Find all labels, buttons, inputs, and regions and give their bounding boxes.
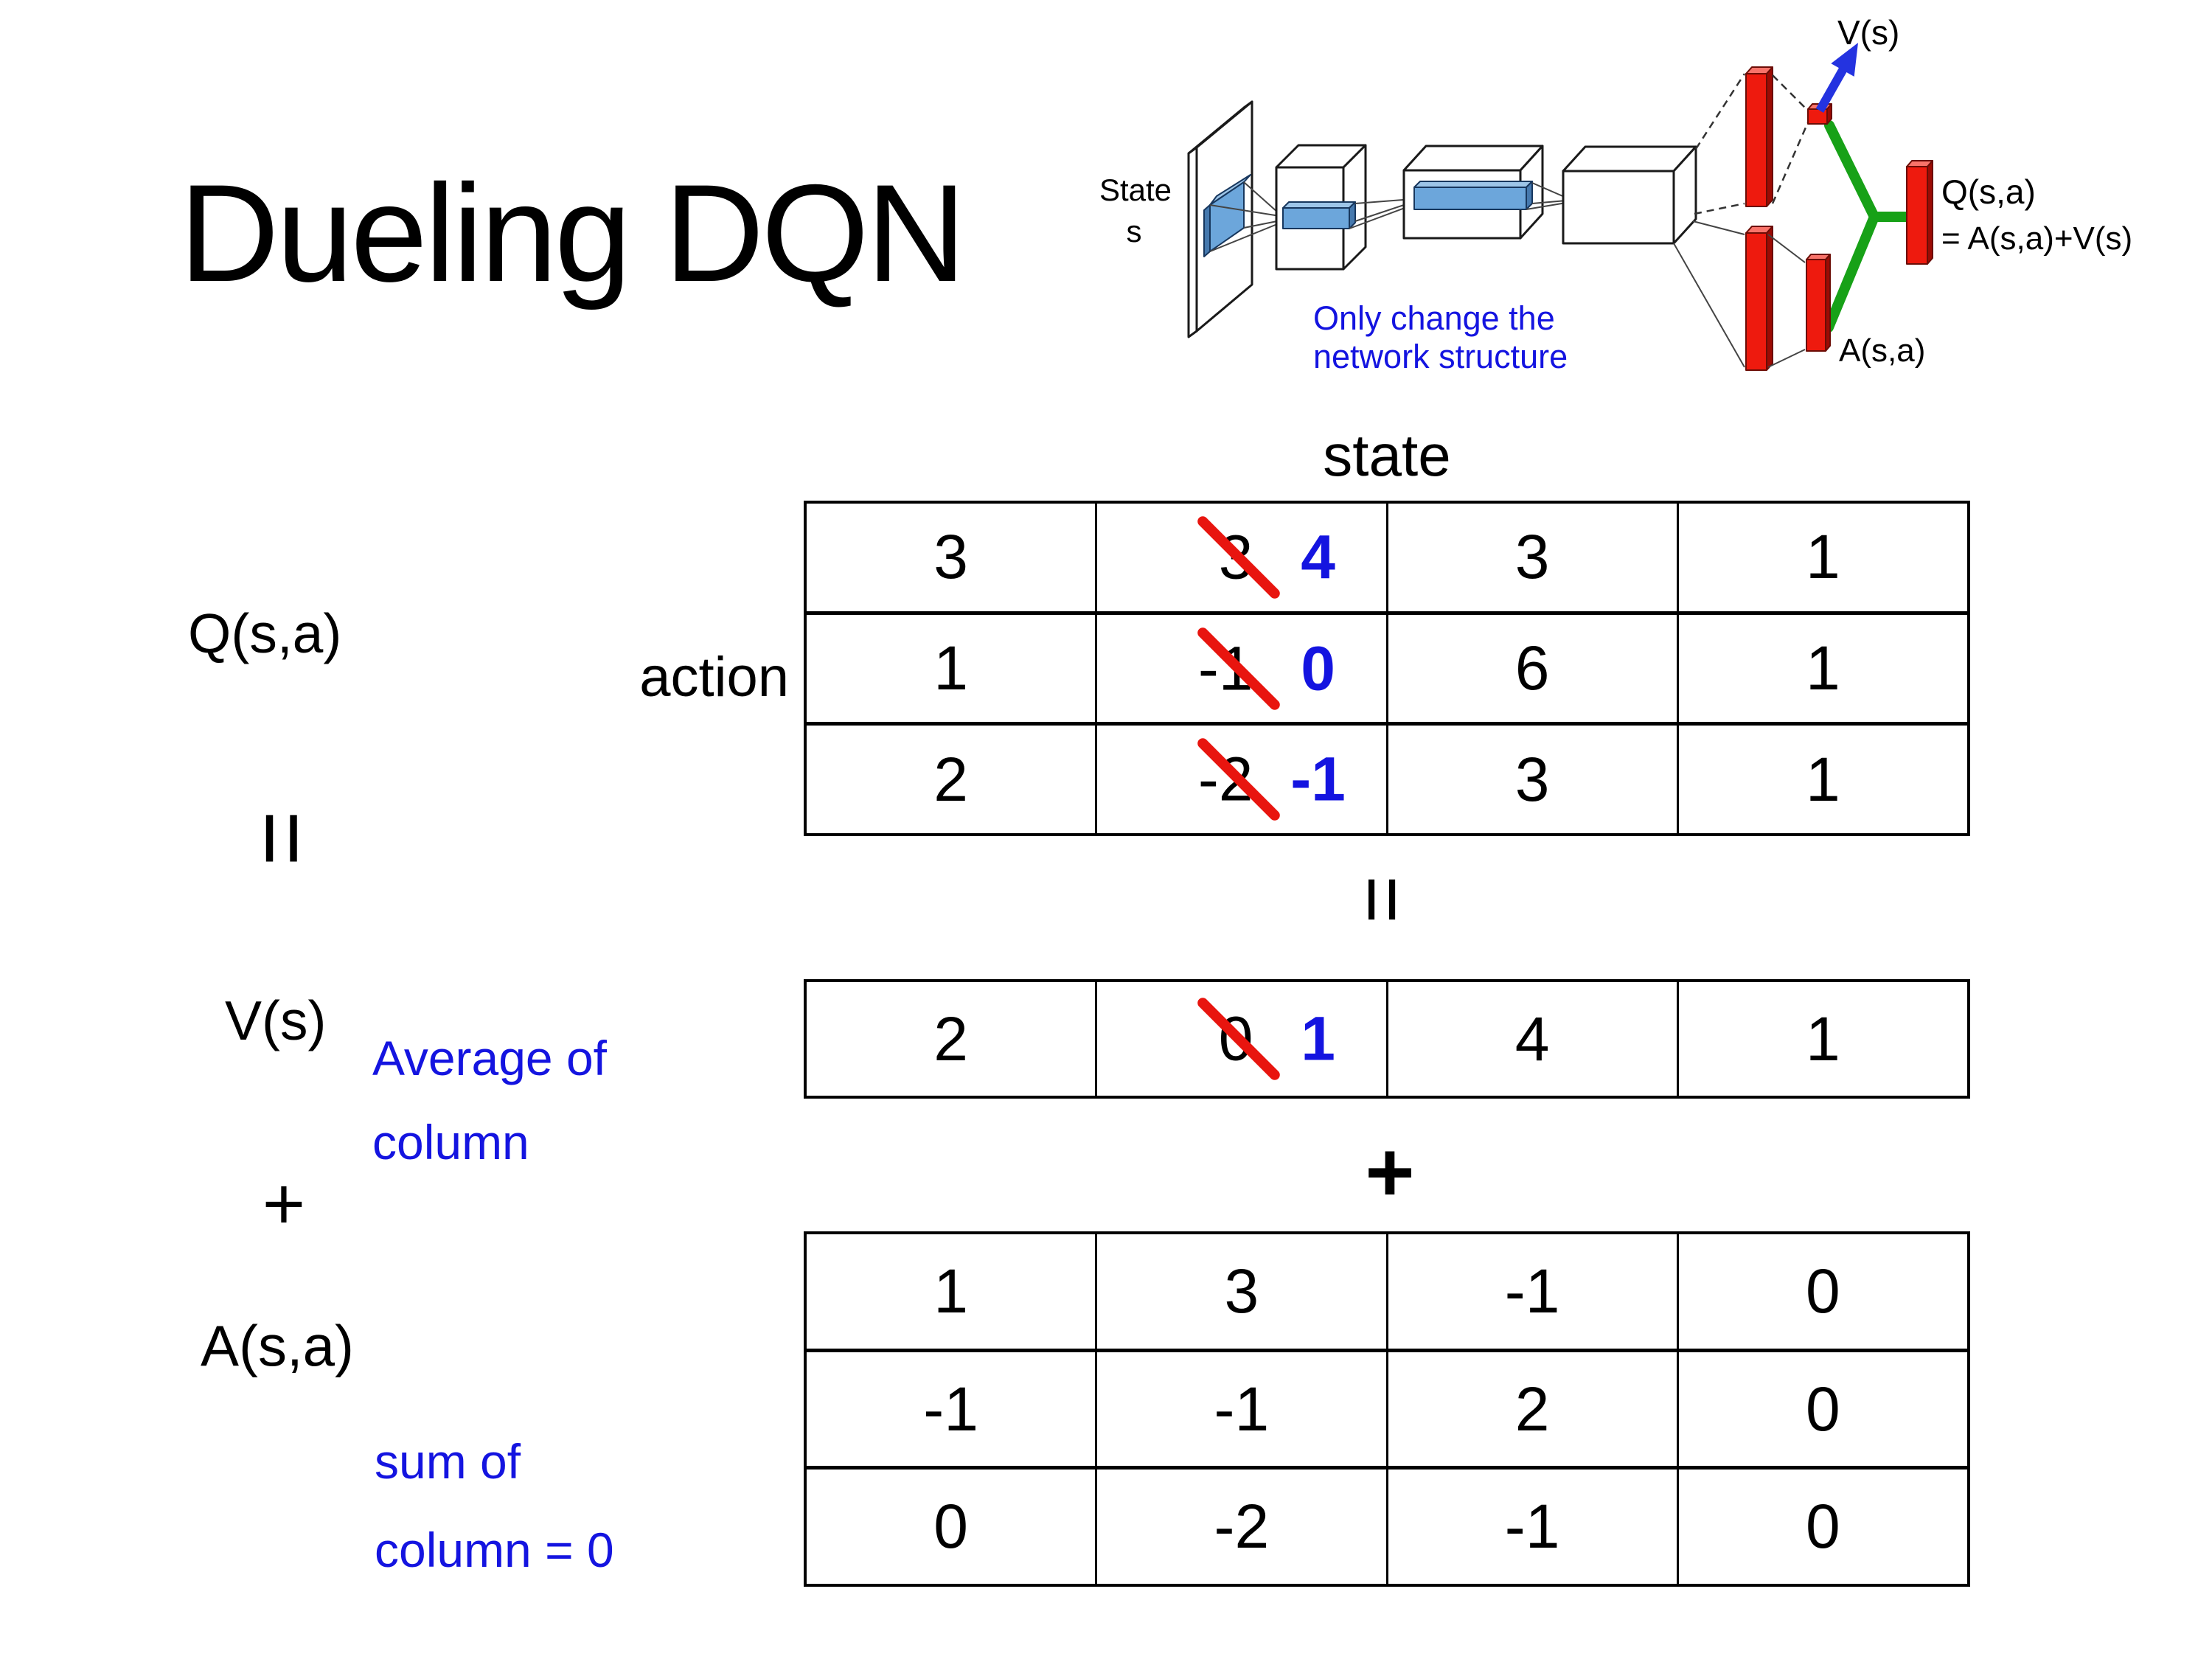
q-matrix-row: 3 3 4 3 1 xyxy=(807,504,1967,615)
a-equation-label: A(s,a) xyxy=(201,1313,355,1378)
q-cell: 1 xyxy=(1806,522,1840,592)
equals-sign-left: = xyxy=(229,810,337,866)
average-note-line2: column xyxy=(372,1115,529,1169)
v-matrix-row: 2 0 1 4 1 xyxy=(807,982,1967,1096)
a-cell: 3 xyxy=(1097,1234,1388,1349)
v-cell: 2 xyxy=(807,982,1098,1096)
old-value: -1 xyxy=(1197,633,1253,703)
a-output-links xyxy=(1767,234,1806,368)
a-cell: -1 xyxy=(1388,1234,1679,1349)
v-arrow-icon xyxy=(1815,43,1858,113)
a-stream-bar xyxy=(1745,226,1773,371)
q-cell: 2 xyxy=(807,726,1098,834)
diagram-a-label: A(s,a) xyxy=(1839,333,1925,369)
a-cell: -2 xyxy=(1097,1470,1388,1585)
sum-note: sum of column = 0 xyxy=(375,1417,614,1594)
a-matrix-row: 1 3 -1 0 xyxy=(807,1234,1967,1352)
v-cell-crossed: 0 1 xyxy=(1097,982,1388,1096)
conv-layer-box-1 xyxy=(1275,144,1367,271)
plus-sign-middle: + xyxy=(1365,1124,1415,1220)
diagram-q-label: Q(s,a) xyxy=(1941,173,2036,211)
q-matrix-row: 2 -2 -1 3 1 xyxy=(807,726,1967,834)
new-value: 4 xyxy=(1301,522,1335,592)
a-matrix-table: 1 3 -1 0 -1 -1 2 0 0 -2 -1 0 xyxy=(804,1231,1970,1587)
v-cell: 4 xyxy=(1388,982,1679,1096)
old-value: -2 xyxy=(1197,744,1253,814)
network-diagram: State s V(s) Q(s,a) = A(s,a)+V(s) A(s,a)… xyxy=(1099,13,2132,375)
q-output-bar xyxy=(1906,160,1933,265)
green-aggregator xyxy=(1823,120,1913,333)
new-value: 1 xyxy=(1301,1004,1335,1074)
q-cell: 1 xyxy=(807,614,1098,723)
diagram-note-line1: Only change the xyxy=(1313,299,1555,337)
conv-funnel-3 xyxy=(1526,182,1567,210)
old-value: 0 xyxy=(1097,1004,1253,1075)
a-output-bar xyxy=(1806,254,1831,352)
q-cell: 1 xyxy=(1806,633,1840,703)
q-cell: 1 xyxy=(1806,744,1840,814)
sum-note-line1: sum of xyxy=(375,1434,521,1489)
diagram-state-label-line2: s xyxy=(1127,214,1142,248)
q-cell: 3 xyxy=(1388,504,1679,611)
average-note: Average of column xyxy=(372,1016,607,1184)
new-value: 0 xyxy=(1301,633,1335,703)
a-cell: 0 xyxy=(1806,1374,1840,1444)
q-cell-crossed: -1 0 xyxy=(1097,614,1388,723)
q-cell: 3 xyxy=(1388,726,1679,834)
equals-sign-middle: = xyxy=(1337,875,1429,924)
a-cell: -1 xyxy=(1097,1352,1388,1467)
a-cell: -1 xyxy=(807,1352,1098,1467)
a-matrix-row: 0 -2 -1 0 xyxy=(807,1470,1967,1585)
diagram-note-line2: network structure xyxy=(1313,338,1568,375)
conv-layer-box-2 xyxy=(1402,145,1544,240)
plus-sign-left: + xyxy=(262,1163,306,1245)
sum-note-line2: column = 0 xyxy=(375,1523,614,1577)
slide-title: Dueling DQN xyxy=(179,156,967,310)
q-cell: 3 xyxy=(807,504,1098,611)
v-node-links xyxy=(1771,74,1809,204)
a-cell: 1 xyxy=(807,1234,1098,1349)
a-matrix-row: -1 -1 2 0 xyxy=(807,1352,1967,1470)
action-row-header: action xyxy=(639,645,789,709)
q-matrix-table: 3 3 4 3 1 1 -1 0 6 1 2 -2 -1 xyxy=(804,501,1970,836)
diagram-q-formula: = A(s,a)+V(s) xyxy=(1941,220,2132,257)
v-cell: 1 xyxy=(1806,1004,1840,1074)
v-equation-label: V(s) xyxy=(225,990,327,1051)
q-cell: 6 xyxy=(1388,614,1679,723)
v-stream-bar xyxy=(1745,66,1773,207)
diagram-v-label: V(s) xyxy=(1837,13,1899,52)
v-matrix-table: 2 0 1 4 1 xyxy=(804,979,1970,1099)
a-cell: -1 xyxy=(1388,1470,1679,1585)
a-stream-funnel xyxy=(1673,220,1745,368)
a-cell: 0 xyxy=(1806,1492,1840,1562)
q-cell-crossed: 3 4 xyxy=(1097,504,1388,611)
q-matrix-row: 1 -1 0 6 1 xyxy=(807,614,1967,726)
q-equation-label: Q(s,a) xyxy=(188,602,342,664)
state-column-header: state xyxy=(1323,422,1451,488)
old-value: 3 xyxy=(1097,521,1253,593)
diagram-state-label-line1: State xyxy=(1099,173,1172,207)
a-cell: 0 xyxy=(1806,1256,1840,1326)
a-cell: 2 xyxy=(1388,1352,1679,1467)
a-cell: 0 xyxy=(807,1470,1098,1585)
new-value: -1 xyxy=(1290,744,1346,814)
fc-layer-box xyxy=(1562,145,1697,245)
q-cell-crossed: -2 -1 xyxy=(1097,726,1388,834)
average-note-line1: Average of xyxy=(372,1031,608,1085)
v-stream-funnel xyxy=(1694,73,1746,215)
